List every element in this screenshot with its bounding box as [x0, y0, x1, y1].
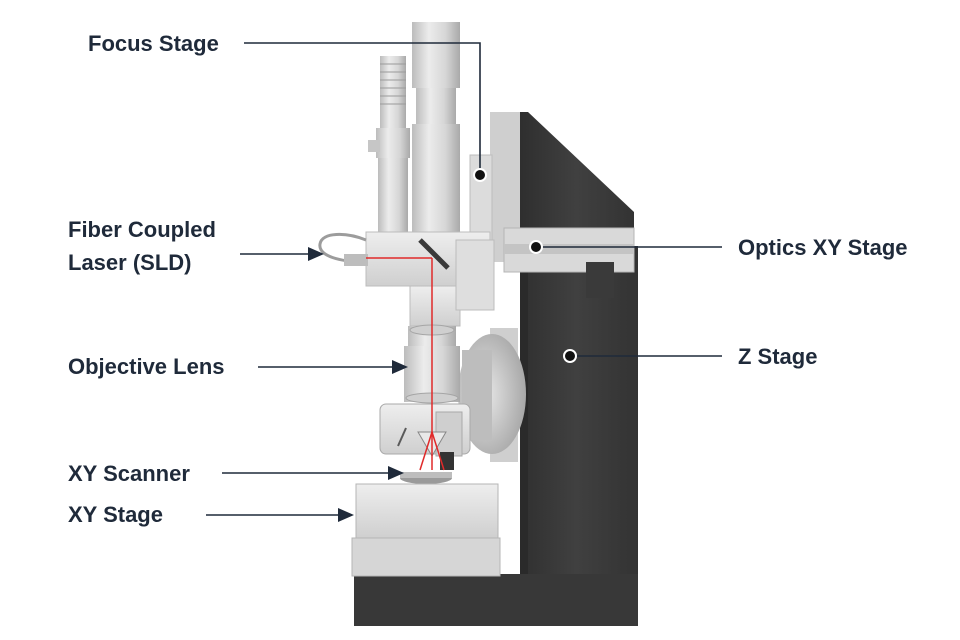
z-stage-disc: [458, 328, 526, 462]
focus-stage-leader: [244, 42, 481, 174]
label-fiber-coupled-laser: Fiber Coupled Laser (SLD): [68, 213, 216, 279]
fiber-cable: [318, 233, 368, 266]
side-tube: [368, 56, 410, 234]
xy-scanner-body: [379, 403, 471, 470]
arrowhead-xy-scanner: [388, 466, 404, 480]
label-focus-stage: Focus Stage: [88, 31, 219, 56]
marker-optics-xy-stage: [529, 240, 543, 254]
leader-lines: [206, 42, 722, 516]
label-fiber-coupled-laser-line1: Fiber Coupled: [68, 217, 216, 242]
arrowhead-xy-stage: [338, 508, 354, 522]
marker-focus-stage: [473, 168, 487, 182]
beam-splitter-block: [365, 231, 495, 327]
label-fiber-coupled-laser-line2: Laser (SLD): [68, 250, 192, 275]
label-optics-xy-stage: Optics XY Stage: [738, 235, 908, 260]
label-objective-lens: Objective Lens: [68, 354, 225, 379]
marker-z-stage: [563, 349, 577, 363]
main-tube: [412, 22, 460, 234]
z-stage-frame: [354, 112, 638, 626]
laser-beam: [366, 257, 445, 471]
arrowheads: [308, 247, 408, 522]
arrowhead-objective-lens: [392, 360, 408, 374]
optics-xy-stage: [503, 227, 635, 298]
markers: [473, 168, 577, 363]
label-z-stage: Z Stage: [738, 344, 818, 369]
sample-holder: [400, 472, 452, 484]
label-xy-stage: XY Stage: [68, 502, 163, 527]
arrowhead-fiber-laser: [308, 247, 324, 261]
label-xy-scanner: XY Scanner: [68, 461, 190, 486]
xy-stage-body: [351, 483, 501, 577]
